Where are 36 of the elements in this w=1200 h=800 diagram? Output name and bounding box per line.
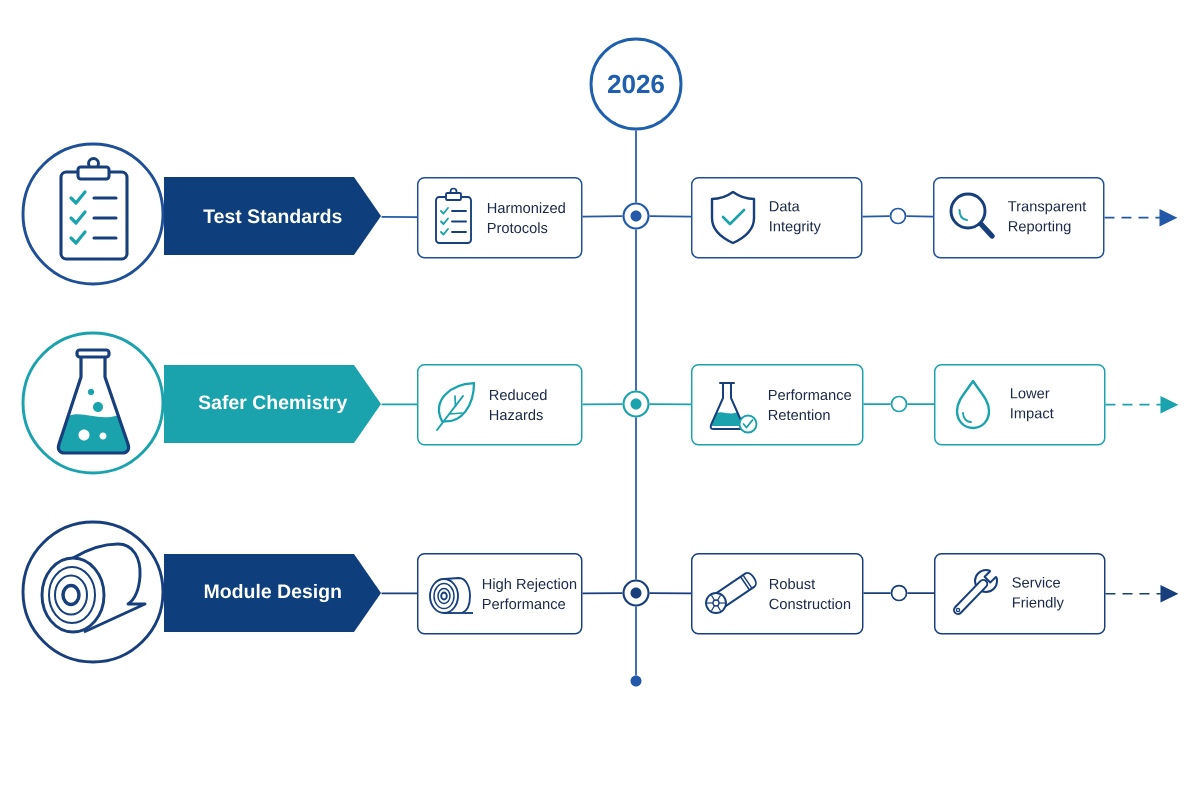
connector-line	[906, 403, 935, 406]
connector-line	[380, 215, 418, 218]
connector-line	[581, 403, 624, 406]
connector-line	[581, 215, 624, 218]
open-circle	[890, 584, 908, 602]
connector-line	[635, 416, 637, 581]
connector-line	[635, 228, 637, 392]
feature-box: Transparent Reporting	[933, 177, 1105, 259]
connector-line	[862, 592, 892, 595]
connector-line	[635, 605, 637, 677]
feature-box: Service Friendly	[934, 553, 1106, 635]
connector-line	[581, 592, 624, 595]
connector-line	[861, 215, 891, 218]
arrow-banner: Safer Chemistry	[164, 365, 381, 443]
feature-box: Lower Impact	[934, 364, 1106, 446]
open-circle	[890, 395, 908, 413]
arrow-banner: Module Design	[164, 554, 381, 632]
connector-line	[905, 215, 934, 218]
connector-line	[380, 592, 418, 595]
connector-line	[648, 403, 692, 406]
timeline-junction	[622, 390, 650, 418]
feature-box: Reduced Hazards	[417, 364, 583, 446]
connector-line	[862, 403, 892, 406]
feature-box: High Rejection Performance	[417, 553, 583, 635]
connector-line	[906, 592, 935, 595]
feature-box: Robust Construction	[691, 553, 864, 635]
connector-line	[648, 592, 692, 595]
timeline-junction	[622, 579, 650, 607]
timeline-junction	[622, 202, 650, 230]
connector-line	[635, 129, 637, 204]
open-circle	[889, 207, 907, 225]
arrow-banner: Test Standards	[164, 177, 381, 255]
connector-line	[380, 403, 418, 406]
feature-box: Performance Retention	[691, 364, 864, 446]
feature-box: Data Integrity	[691, 177, 863, 259]
connector-line	[648, 215, 692, 218]
